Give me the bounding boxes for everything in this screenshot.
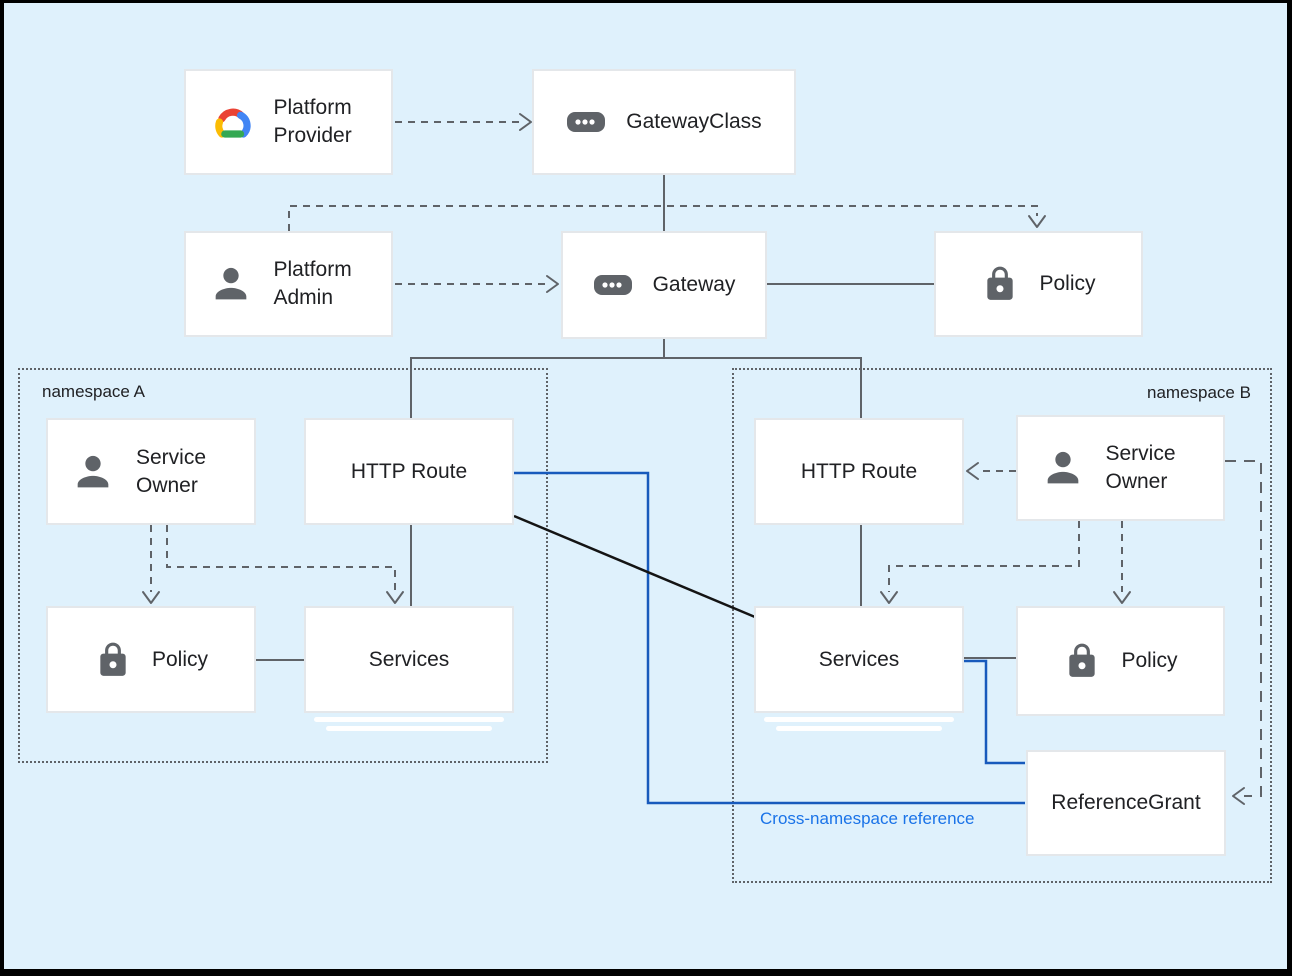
node-policy-b: Policy <box>1016 606 1225 716</box>
person-icon <box>70 449 116 495</box>
node-label: HTTP Route <box>800 459 918 483</box>
person-icon <box>208 261 254 307</box>
node-reference-grant: ReferenceGrant <box>1026 750 1226 856</box>
node-label: Policy <box>1039 272 1096 296</box>
node-services-b: Services <box>754 606 964 713</box>
lock-icon <box>1063 640 1101 682</box>
edge-admin-policy <box>288 205 1046 231</box>
resource-icon <box>566 110 606 134</box>
node-service-owner-b: Service Owner <box>1016 415 1225 521</box>
node-label: Policy <box>151 647 209 671</box>
node-gateway-class: GatewayClass <box>532 69 796 175</box>
node-label: ReferenceGrant <box>1051 791 1201 815</box>
node-http-route-b: HTTP Route <box>754 418 964 525</box>
node-label: Service Owner <box>136 445 207 497</box>
edge-provider-gatewayclass <box>395 113 532 131</box>
node-label: Platform Provider <box>273 96 352 147</box>
node-gateway: Gateway <box>561 231 767 339</box>
lock-icon <box>981 263 1019 305</box>
node-label: Platform Admin <box>273 258 352 309</box>
node-platform-admin: Platform Admin <box>184 231 393 337</box>
node-policy-a: Policy <box>46 606 256 713</box>
node-policy-top: Policy <box>934 231 1143 337</box>
node-label: Services <box>818 647 900 671</box>
node-label: Gateway <box>652 273 736 297</box>
edge-admin-gateway <box>395 275 559 293</box>
node-label: GatewayClass <box>626 110 762 134</box>
node-label: Services <box>368 647 450 671</box>
edge-route-a-services-b <box>513 514 756 619</box>
google-cloud-logo <box>208 102 254 142</box>
cross-namespace-reference-label: Cross-namespace reference <box>760 809 975 828</box>
node-label: Service Owner <box>1105 442 1176 493</box>
services-b-stack-shadow <box>776 726 942 731</box>
services-b-stack-shadow <box>764 717 954 722</box>
node-http-route-a: HTTP Route <box>304 418 514 525</box>
namespace-a-label: namespace A <box>42 382 146 401</box>
node-services-a: Services <box>304 606 514 713</box>
node-service-owner-a: Service Owner <box>46 418 256 525</box>
node-platform-provider: Platform Provider <box>184 69 393 175</box>
node-label: HTTP Route <box>350 459 468 483</box>
resource-icon <box>593 273 633 297</box>
services-a-stack-shadow <box>314 717 504 722</box>
lock-icon <box>94 639 132 681</box>
services-a-stack-shadow <box>326 726 492 731</box>
namespace-b-label: namespace B <box>1147 383 1251 402</box>
node-label: Policy <box>1121 649 1178 673</box>
person-icon <box>1040 445 1086 491</box>
